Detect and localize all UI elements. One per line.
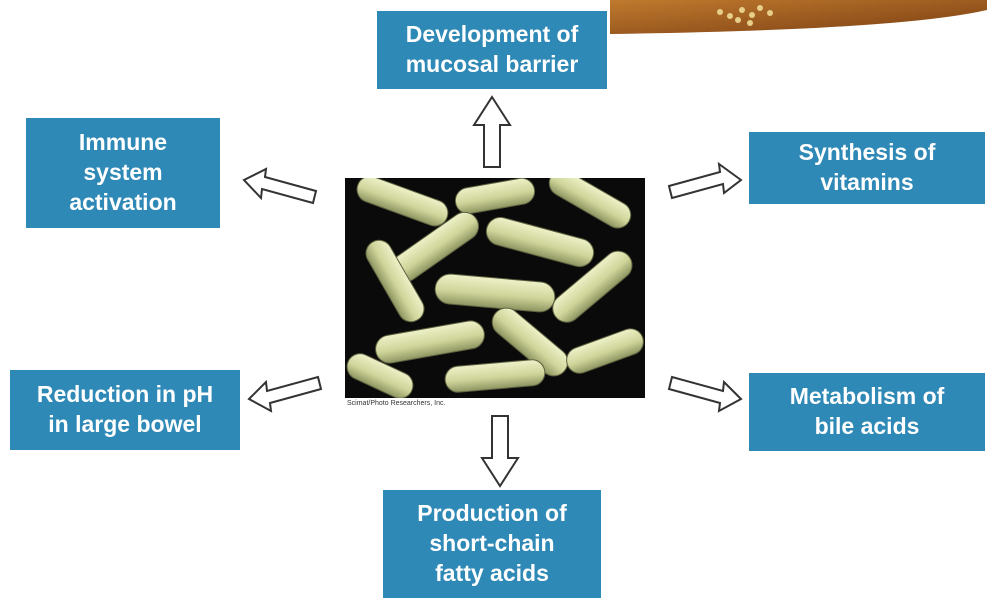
ph-reduction-box: Reduction in pH in large bowel [10, 370, 240, 450]
bacteria-micrograph [345, 178, 645, 398]
arrow-left-down-icon [245, 365, 325, 415]
immune-activation-box: Immune system activation [26, 118, 220, 228]
scfa-production-label: Production of short-chain fatty acids [417, 499, 566, 589]
vitamin-synthesis-box: Synthesis of vitamins [749, 132, 985, 204]
bile-acid-metabolism-label: Metabolism of bile acids [790, 382, 945, 442]
arrow-left-up-icon [240, 165, 320, 215]
decorative-photo-corner [600, 0, 987, 34]
vitamin-synthesis-label: Synthesis of vitamins [799, 138, 936, 198]
ph-reduction-label: Reduction in pH in large bowel [37, 380, 213, 440]
bacteria-illustration [345, 178, 645, 398]
immune-activation-label: Immune system activation [69, 128, 176, 218]
photo-credit: Scimat/Photo Researchers, Inc. [347, 400, 445, 407]
mucosal-barrier-box: Development of mucosal barrier [377, 11, 607, 89]
arrow-right-down-icon [665, 365, 745, 420]
scfa-production-box: Production of short-chain fatty acids [383, 490, 601, 598]
bile-acid-metabolism-box: Metabolism of bile acids [749, 373, 985, 451]
arrow-up-icon [470, 95, 514, 170]
mucosal-barrier-label: Development of mucosal barrier [406, 20, 579, 80]
arrow-right-up-icon [665, 160, 745, 215]
arrow-down-icon [478, 414, 522, 489]
